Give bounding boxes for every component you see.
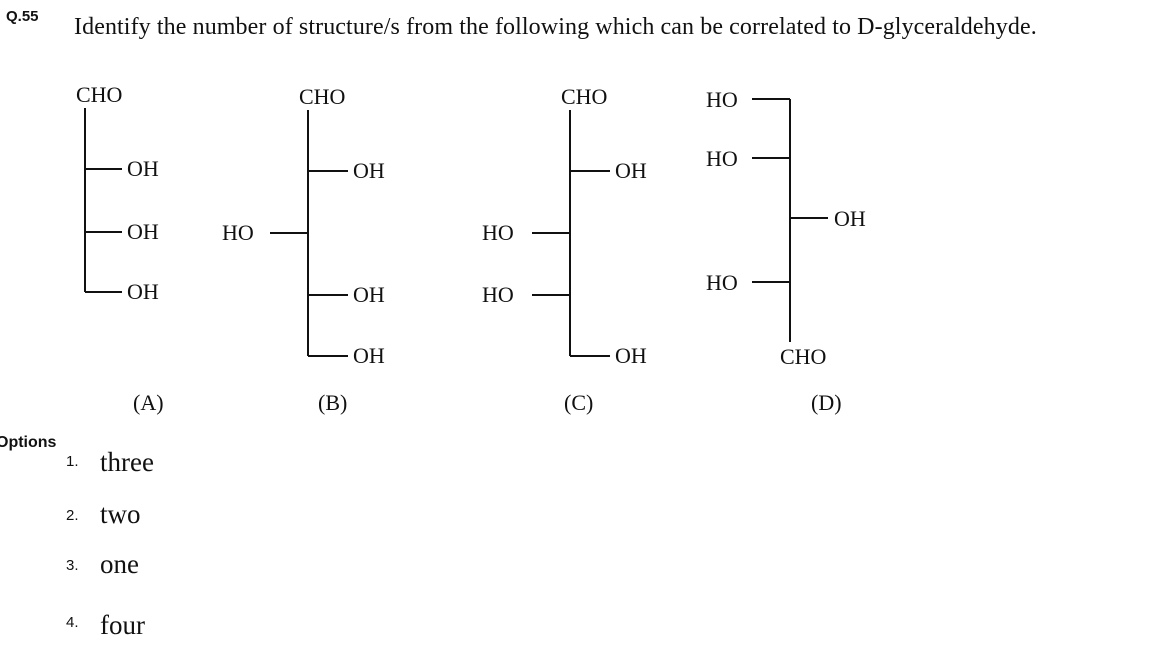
option-2-number: 2.	[66, 507, 79, 524]
structure-c-right-group-1: OH	[615, 158, 647, 183]
option-3-text[interactable]: one	[100, 549, 139, 579]
structure-c-right-group-2: OH	[615, 343, 647, 368]
structure-c: CHO OH HO HO OH (C)	[482, 84, 647, 415]
structure-b-right-group-3: OH	[353, 343, 385, 368]
structure-c-label: (C)	[564, 390, 593, 415]
structure-b-right-group-1: OH	[353, 158, 385, 183]
structure-d-label: (D)	[811, 390, 842, 415]
option-3-number: 3.	[66, 557, 79, 574]
option-1-number: 1.	[66, 453, 79, 470]
structure-b-label: (B)	[318, 390, 347, 415]
structure-d-left-group-2: HO	[706, 146, 738, 171]
structure-d-left-group-1: HO	[706, 87, 738, 112]
fischer-projections-figure: CHO OH OH OH (A) CHO OH HO OH OH (B) CHO…	[76, 82, 866, 415]
structure-d-bottom-group: CHO	[780, 344, 826, 369]
structure-b-left-group-1: HO	[222, 220, 254, 245]
structure-b: CHO OH HO OH OH (B)	[222, 84, 385, 415]
structure-c-left-group-1: HO	[482, 220, 514, 245]
option-4-number: 4.	[66, 614, 79, 631]
structure-d-left-group-3: HO	[706, 270, 738, 295]
structure-d: HO HO OH HO CHO (D)	[706, 87, 866, 415]
structure-a-right-group-2: OH	[127, 219, 159, 244]
option-2-text[interactable]: two	[100, 499, 141, 529]
structure-c-top-group: CHO	[561, 84, 607, 109]
structure-a: CHO OH OH OH (A)	[76, 82, 164, 415]
options-heading: Options	[0, 434, 57, 451]
structure-d-right-group-1: OH	[834, 206, 866, 231]
question-text: Identify the number of structure/s from …	[74, 14, 1037, 40]
structure-b-right-group-2: OH	[353, 282, 385, 307]
structure-a-top-group: CHO	[76, 82, 122, 107]
structure-c-left-group-2: HO	[482, 282, 514, 307]
structure-a-right-group-3: OH	[127, 279, 159, 304]
structure-b-top-group: CHO	[299, 84, 345, 109]
structure-a-label: (A)	[133, 390, 164, 415]
structure-a-right-group-1: OH	[127, 156, 159, 181]
question-number: Q.55	[6, 8, 39, 25]
option-4-text[interactable]: four	[100, 610, 145, 640]
option-1-text[interactable]: three	[100, 447, 154, 477]
